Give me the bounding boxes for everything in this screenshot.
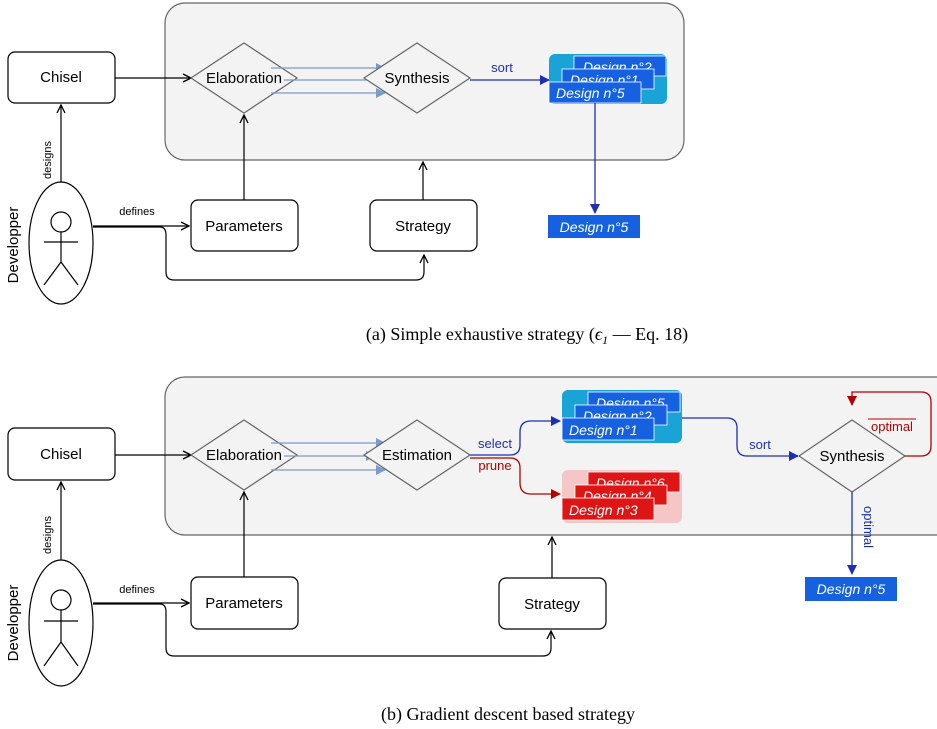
result-design-a-label: Design n°5: [560, 219, 629, 235]
designs-label-a: designs: [42, 141, 54, 179]
select-label-b: select: [478, 436, 512, 451]
selected-design-stack-b: Design n°5 Design n°2 Design n°1: [561, 390, 682, 443]
defines-label-b: defines: [119, 584, 155, 596]
selected-card-b-3-label: Design n°1: [569, 422, 638, 438]
select-arrow-b: [470, 416, 561, 456]
elaboration-diamond-a: [189, 42, 299, 114]
pruned-design-stack-b: Design n°6 Design n°4 Design n°3: [561, 470, 682, 523]
pruned-card-b-3: [561, 497, 655, 521]
process-container-b: [164, 376, 937, 536]
parameters-label-a: Parameters: [205, 218, 283, 235]
defines-strategy-arrow-a: [93, 226, 424, 281]
not-optimal-loop-arrow-b: [847, 391, 932, 457]
not-optimal-label-b: optimal: [871, 419, 913, 434]
sort-arrow-b: [682, 417, 799, 461]
optimal-label-b: optimal: [861, 506, 876, 548]
result-design-b: [805, 577, 897, 601]
stick-figure-icon-a: [43, 211, 79, 286]
defines-strategy-arrow-b: [93, 603, 551, 657]
strategy-label-a: Strategy: [395, 218, 451, 235]
estimation-diamond-b: [362, 419, 472, 491]
prune-label-b: prune: [478, 458, 511, 473]
diagram-a: Chisel Elaboration Synthesis sort Design…: [5, 2, 688, 347]
design-card-a-3-label: Design n°5: [556, 85, 625, 101]
chisel-box-b: [7, 427, 116, 481]
design-stack-a: Design n°2 Design n°1 Design n°5: [548, 54, 667, 104]
diagram-b: Chisel Elaboration Estimation select pru…: [5, 376, 937, 725]
caption-b: (b) Gradient descent based strategy: [381, 704, 635, 725]
synthesis-diamond-a: [362, 42, 472, 114]
chisel-label-a: Chisel: [40, 69, 82, 86]
developper-label-b: Developper: [5, 585, 22, 662]
parameters-label-b: Parameters: [205, 595, 283, 612]
elaboration-label-a: Elaboration: [206, 70, 282, 87]
synthesis-label-a: Synthesis: [384, 70, 449, 87]
result-design-a: [548, 215, 640, 238]
stick-figure-icon-b: [43, 589, 79, 667]
designs-label-b: designs: [42, 516, 54, 554]
defines-label-a: defines: [119, 206, 155, 218]
sort-label-a: sort: [491, 60, 513, 75]
result-design-b-label: Design n°5: [817, 581, 886, 597]
chisel-label-b: Chisel: [40, 446, 82, 463]
elaboration-label-b: Elaboration: [206, 447, 282, 464]
pruned-card-b-3-label: Design n°3: [569, 502, 638, 518]
developper-label-a: Developper: [5, 207, 22, 284]
selected-card-b-3: [561, 417, 655, 441]
caption-a: (a) Simple exhaustive strategy (ϵ1 — Eq.…: [366, 324, 688, 347]
prune-arrow-b: [470, 457, 561, 499]
sort-label-b: sort: [749, 437, 771, 452]
synthesis-label-b: Synthesis: [819, 448, 884, 465]
strategy-label-b: Strategy: [524, 596, 580, 613]
estimation-label-b: Estimation: [382, 447, 452, 464]
